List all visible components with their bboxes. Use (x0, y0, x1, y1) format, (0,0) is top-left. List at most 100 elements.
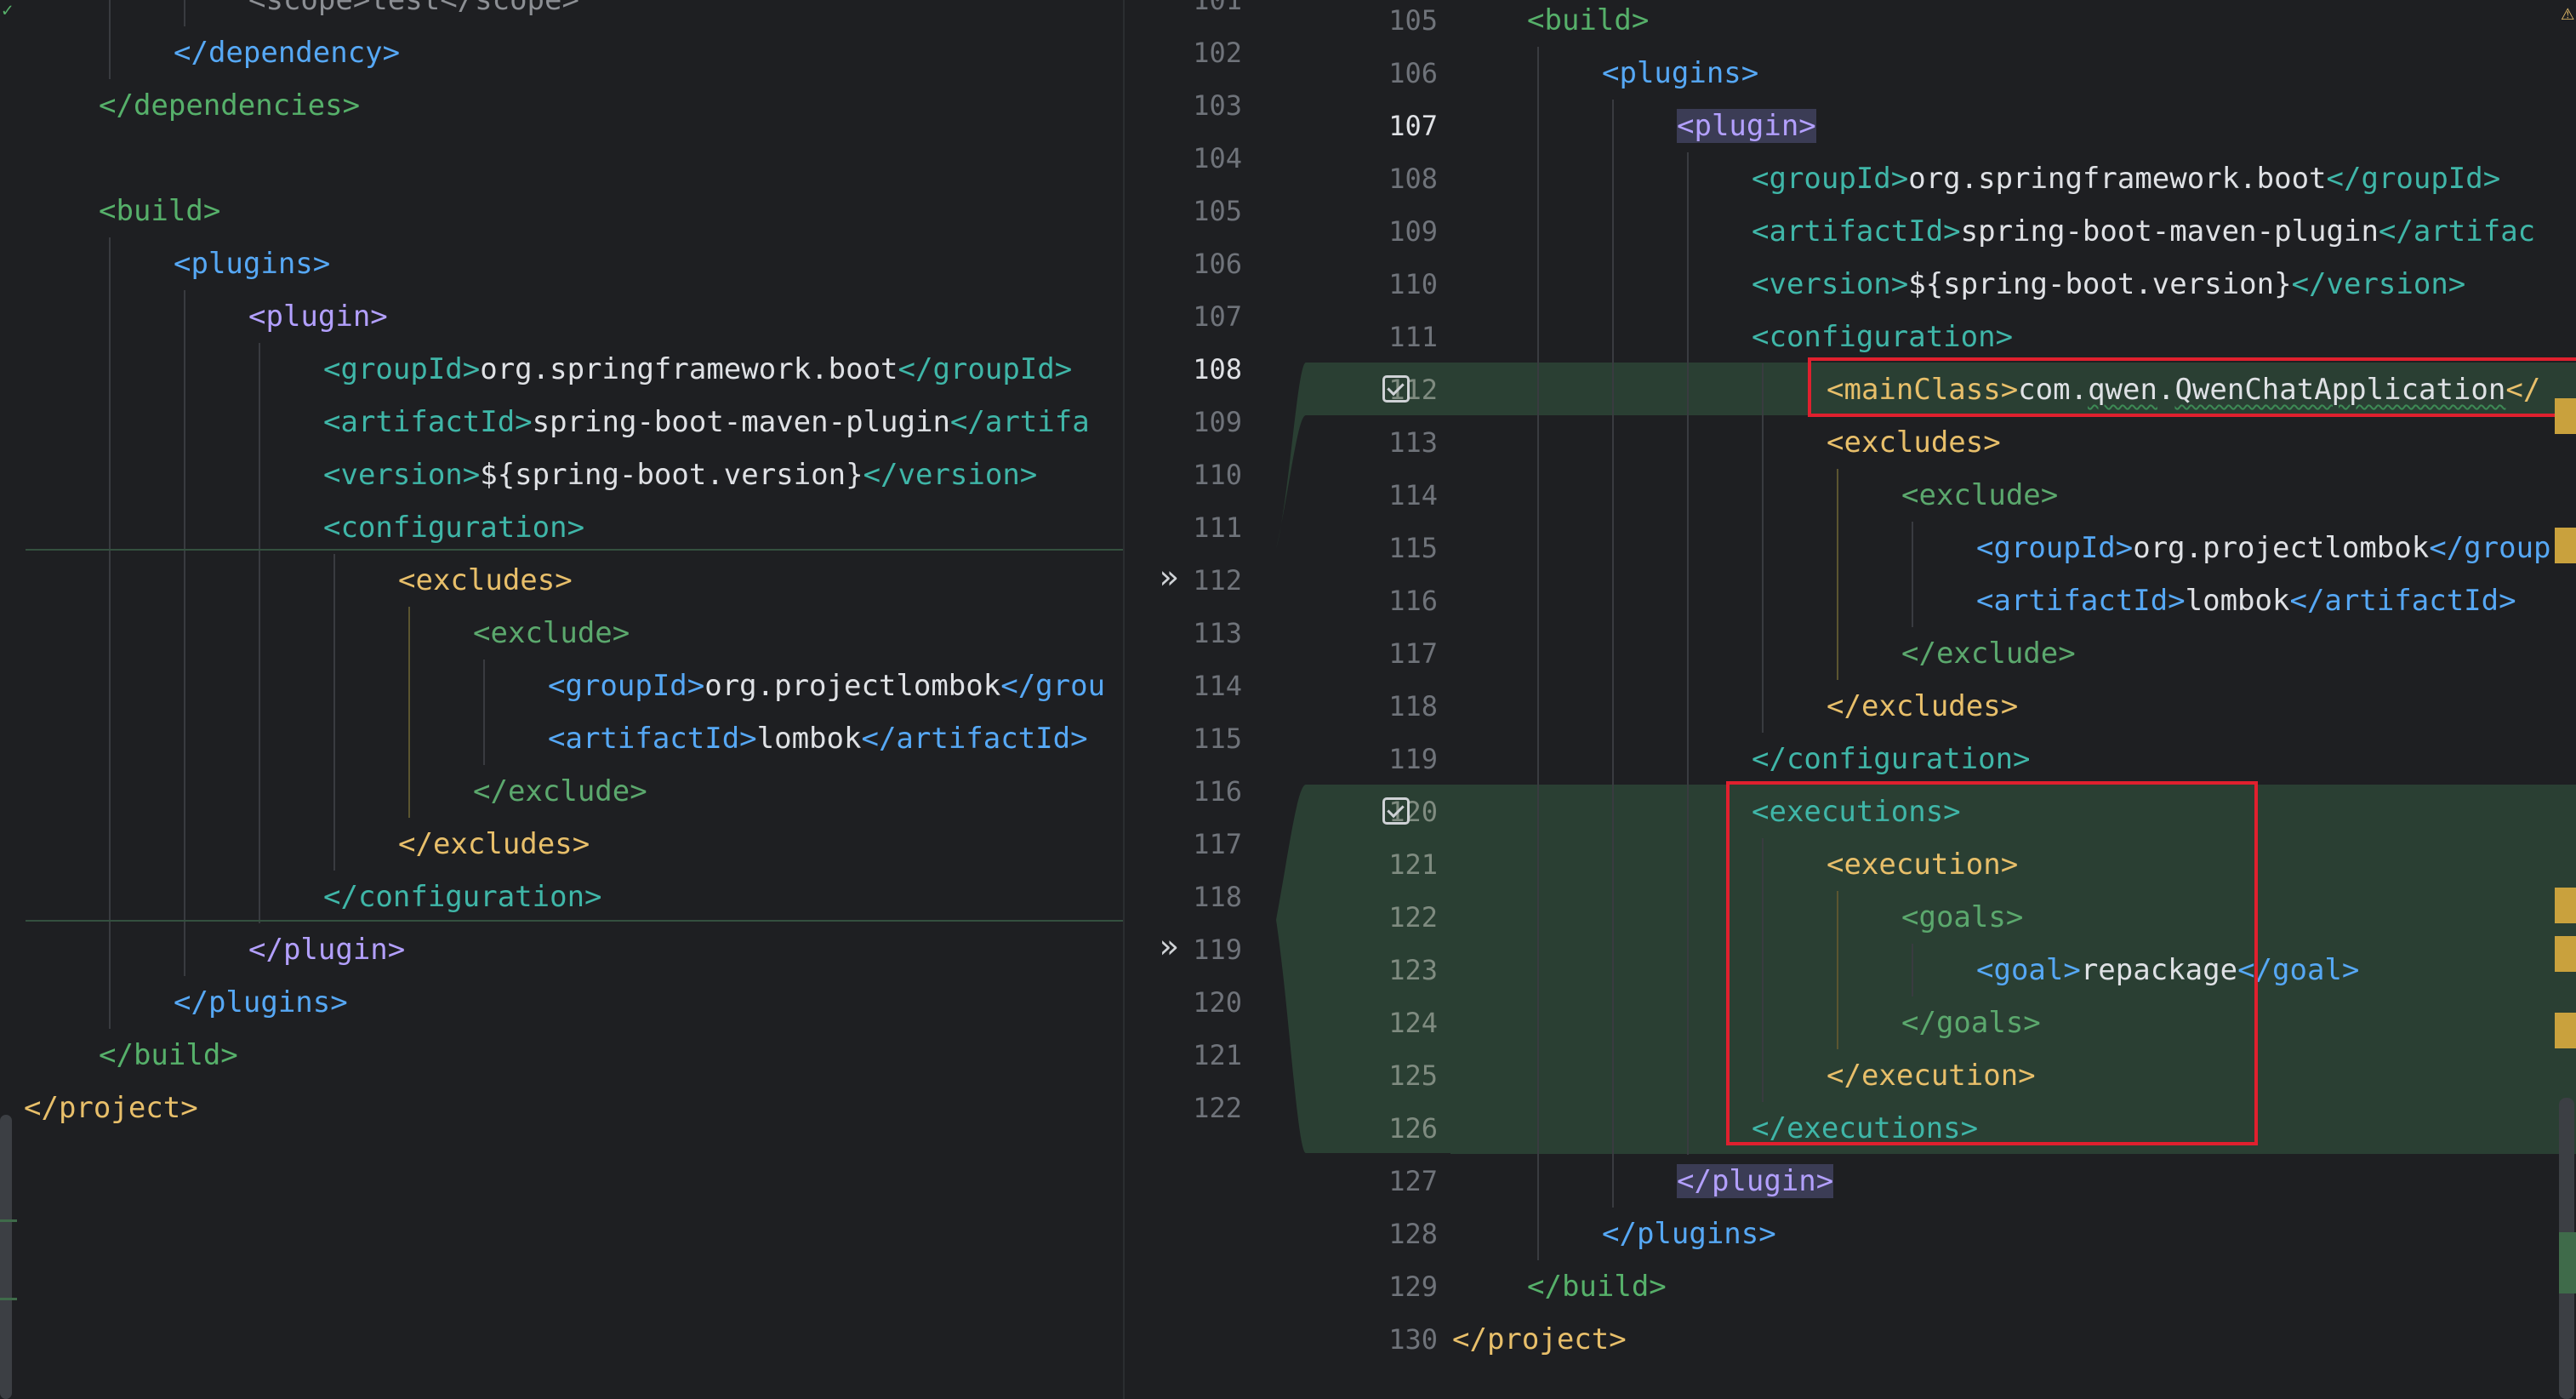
code-token: </configuration> (1752, 742, 2031, 776)
right-line-number: 123 (1388, 954, 1438, 986)
code-token: </version> (863, 458, 1038, 492)
left-code-line[interactable]: <excludes> (0, 554, 1123, 607)
right-code-line[interactable]: </configuration> (1450, 733, 2576, 785)
right-code-line[interactable]: <plugin> (1450, 100, 2576, 152)
right-code-line[interactable]: <build> (1450, 0, 2576, 47)
indent-guide (1837, 891, 1838, 1049)
warning-icon[interactable]: ⚠ (2561, 0, 2574, 26)
code-token: com. (2018, 373, 2089, 407)
right-code-line[interactable]: <artifactId>spring-boot-maven-plugin</ar… (1450, 205, 2576, 258)
apply-change-chevron-icon[interactable]: » (1159, 558, 1179, 596)
code-token: </artifa (949, 405, 1090, 439)
right-code-line[interactable]: <mainClass>com.qwen.QwenChatApplication<… (1450, 363, 2576, 416)
right-code-line[interactable]: <execution> (1450, 838, 2576, 891)
code-token: </execution> (1827, 1059, 2036, 1093)
code-token: </project> (24, 1091, 198, 1125)
left-code-line[interactable]: <groupId>org.springframework.boot</group… (0, 343, 1123, 396)
right-code-line[interactable]: </executions> (1450, 1102, 2576, 1155)
left-code-line[interactable]: </dependency> (0, 26, 1123, 79)
left-code-line[interactable]: <groupId>org.projectlombok</grou (0, 660, 1123, 712)
accept-change-checkbox-icon[interactable] (1382, 375, 1410, 403)
left-code-line[interactable]: <version>${spring-boot.version}</version… (0, 448, 1123, 501)
left-code-line[interactable]: </configuration> (0, 871, 1123, 923)
right-code-line[interactable]: </plugin> (1450, 1155, 2576, 1208)
code-token: </executions> (1752, 1111, 1979, 1145)
right-code-text: <goals> (1901, 891, 2023, 944)
right-code-line[interactable]: </build> (1450, 1260, 2576, 1313)
right-code-line[interactable]: <exclude> (1450, 469, 2576, 522)
right-code-text: <excludes> (1827, 416, 2001, 469)
indent-guide (1837, 469, 1838, 680)
left-code-line[interactable]: <scope>test</scope> (0, 0, 1123, 26)
right-editor-pane[interactable]: <build><plugins><plugin><groupId>org.spr… (1450, 0, 2576, 1399)
left-code-line[interactable]: </exclude> (0, 765, 1123, 818)
left-code-line[interactable]: <artifactId>spring-boot-maven-plugin</ar… (0, 396, 1123, 448)
right-code-text: <build> (1527, 0, 1649, 47)
code-token: </plugins> (174, 985, 348, 1019)
left-editor-pane[interactable]: <scope>test</scope></dependency></depend… (0, 0, 1123, 1399)
indent-guide (333, 554, 335, 871)
connector-added-block-1 (1268, 363, 1450, 549)
right-code-text: <executions> (1752, 785, 1961, 838)
left-code-text: <plugins> (174, 237, 330, 290)
right-code-line[interactable]: <goal>repackage</goal> (1450, 944, 2576, 996)
left-code-text: </plugin> (248, 923, 405, 976)
right-code-line[interactable]: <version>${spring-boot.version}</version… (1450, 258, 2576, 311)
left-code-text: <scope>test</scope> (248, 0, 579, 26)
right-line-number: 106 (1388, 57, 1438, 89)
left-line-number: 111 (1193, 511, 1242, 544)
right-code-line[interactable]: </plugins> (1450, 1208, 2576, 1260)
code-token: <version> (1752, 267, 1909, 301)
left-code-line[interactable]: <build> (0, 185, 1123, 237)
indent-guide (408, 607, 410, 818)
right-code-line[interactable]: <artifactId>lombok</artifactId> (1450, 574, 2576, 627)
code-token: <plugins> (174, 247, 331, 281)
right-code-line[interactable]: </execution> (1450, 1049, 2576, 1102)
apply-change-chevron-icon[interactable]: » (1159, 928, 1179, 965)
right-code-line[interactable]: <excludes> (1450, 416, 2576, 469)
right-code-line[interactable]: <groupId>org.springframework.boot</group… (1450, 152, 2576, 205)
right-code-text: </plugin> (1677, 1155, 1834, 1208)
left-code-line[interactable]: <configuration> (0, 501, 1123, 554)
right-code-line[interactable]: </project> (1450, 1313, 2576, 1366)
left-code-line[interactable]: <artifactId>lombok</artifactId> (0, 712, 1123, 765)
left-code-text: <artifactId>lombok</artifactId> (548, 712, 1088, 765)
right-code-line[interactable]: <executions> (1450, 785, 2576, 838)
left-code-line[interactable]: </dependencies> (0, 79, 1123, 132)
code-token: . (2157, 373, 2175, 407)
right-code-line[interactable]: <groupId>org.projectlombok</group (1450, 522, 2576, 574)
right-code-line[interactable]: </excludes> (1450, 680, 2576, 733)
left-code-line[interactable] (0, 132, 1123, 185)
left-code-line[interactable]: <plugin> (0, 290, 1123, 343)
right-code-text: </exclude> (1901, 627, 2076, 680)
right-code-line[interactable]: <goals> (1450, 891, 2576, 944)
right-code-text: <plugins> (1602, 47, 1758, 100)
right-line-number: 126 (1388, 1112, 1438, 1145)
left-code-text: <artifactId>spring-boot-maven-plugin</ar… (323, 396, 1090, 448)
left-line-number: 104 (1193, 142, 1242, 174)
left-code-text: </configuration> (323, 871, 602, 923)
right-code-line[interactable]: <plugins> (1450, 47, 2576, 100)
indent-guide (184, 0, 185, 26)
left-code-line[interactable]: </excludes> (0, 818, 1123, 871)
left-scrollbar[interactable] (0, 1115, 12, 1399)
right-line-number: 108 (1388, 163, 1438, 195)
code-token: ${spring-boot.version} (480, 458, 863, 492)
right-code-text: </execution> (1827, 1049, 2036, 1102)
left-code-line[interactable]: </plugin> (0, 923, 1123, 976)
left-code-text: <excludes> (398, 554, 573, 607)
left-code-line[interactable]: <exclude> (0, 607, 1123, 660)
code-token: QwenChatApplication (2174, 373, 2506, 407)
left-code-line[interactable]: <plugins> (0, 237, 1123, 290)
code-token: spring-boot-maven-plugin (1960, 214, 2379, 248)
right-code-line[interactable]: <configuration> (1450, 311, 2576, 363)
left-code-line[interactable]: </build> (0, 1029, 1123, 1082)
accept-change-checkbox-icon[interactable] (1382, 797, 1410, 825)
right-code-line[interactable]: </exclude> (1450, 627, 2576, 680)
left-code-line[interactable]: </project> (0, 1082, 1123, 1134)
right-code-line[interactable]: </goals> (1450, 996, 2576, 1049)
indent-guide (1912, 522, 1913, 627)
code-token: <exclude> (473, 616, 630, 650)
left-code-line[interactable]: </plugins> (0, 976, 1123, 1029)
code-token: <executions> (1752, 795, 1961, 829)
